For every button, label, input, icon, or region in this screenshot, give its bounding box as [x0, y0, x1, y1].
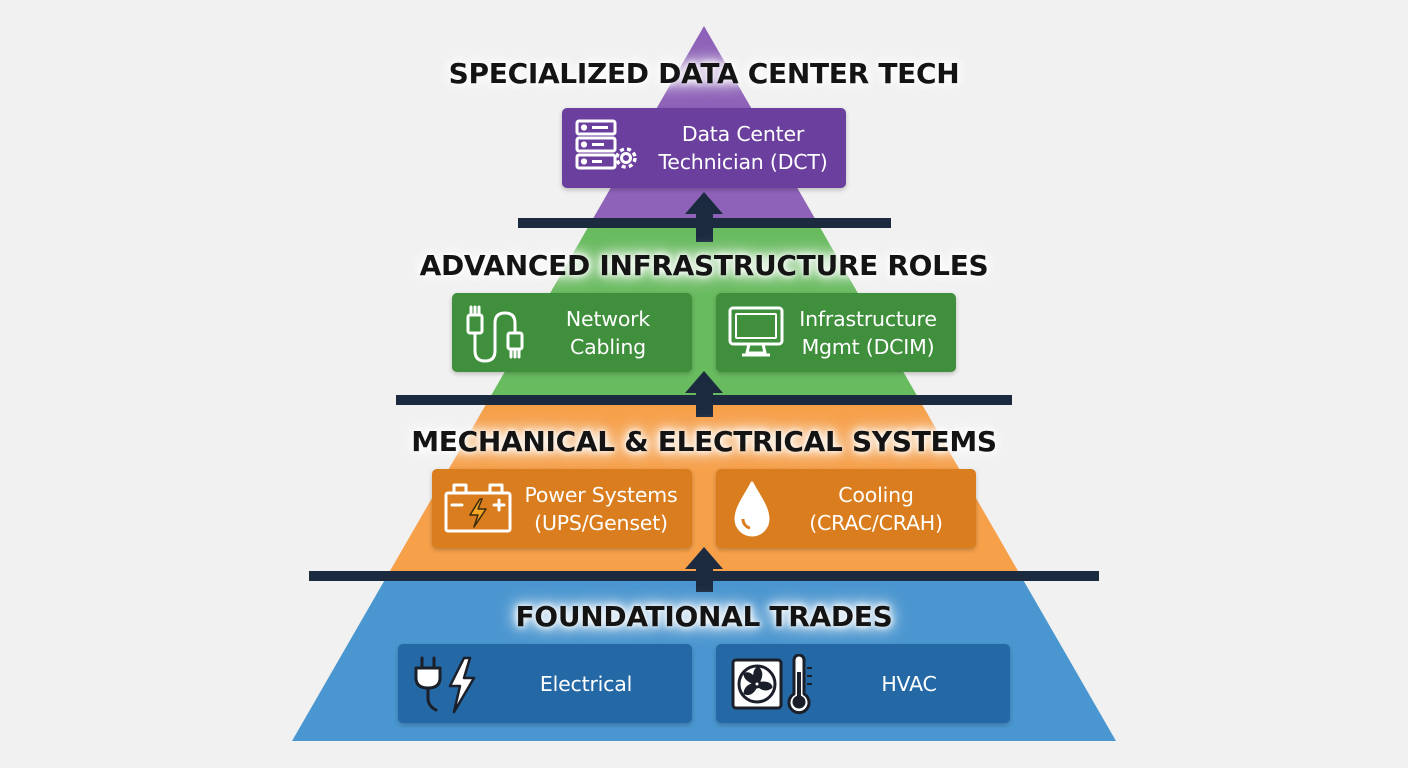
card-label-line1: Infrastructure	[799, 306, 937, 331]
card-power-systems[interactable]: Power Systems (UPS/Genset)	[432, 469, 692, 548]
card-infrastructure-mgmt[interactable]: Infrastructure Mgmt (DCIM)	[716, 293, 956, 372]
tier-title-foundational: FOUNDATIONAL TRADES	[515, 600, 893, 633]
card-label-line1: Power Systems	[524, 482, 678, 507]
card-label-line1: Electrical	[539, 671, 633, 696]
card-electrical[interactable]: Electrical	[398, 644, 692, 723]
card-data-center-technician[interactable]: Data Center Technician (DCT)	[562, 108, 846, 188]
card-label-line2: (CRAC/CRAH)	[809, 510, 943, 535]
up-arrow-icon	[685, 547, 723, 592]
card-label-line1: Cooling	[838, 482, 914, 507]
tier-title-advanced: ADVANCED INFRASTRUCTURE ROLES	[419, 249, 989, 282]
card-network-cabling[interactable]: Network Cabling	[452, 293, 692, 372]
tier-title-mech-elec: MECHANICAL & ELECTRICAL SYSTEMS	[411, 425, 997, 458]
card-hvac[interactable]: HVAC	[716, 644, 1010, 723]
card-label-line1: HVAC	[881, 671, 937, 696]
tier-title-specialized: SPECIALIZED DATA CENTER TECH	[448, 57, 960, 90]
card-label-line2: Cabling	[570, 334, 646, 359]
up-arrow-icon	[685, 192, 723, 242]
card-cooling[interactable]: Cooling (CRAC/CRAH)	[716, 469, 976, 548]
card-label-line2: Technician (DCT)	[658, 150, 828, 174]
up-arrow-icon	[685, 371, 723, 417]
card-label-line2: (UPS/Genset)	[534, 510, 668, 535]
card-label-line2: Mgmt (DCIM)	[801, 334, 935, 359]
card-label-line1: Network	[565, 306, 651, 331]
card-label-line1: Data Center	[681, 122, 805, 146]
